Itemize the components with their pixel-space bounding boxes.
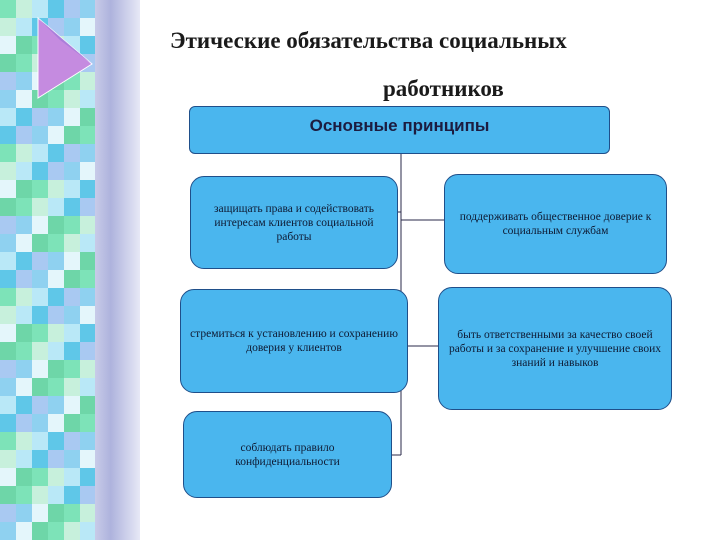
slide-title-line1: Этические обязательства социальных — [170, 28, 567, 53]
principle-box-responsibility: быть ответственными за качество своей ра… — [438, 287, 672, 410]
principle-text: быть ответственными за качество своей ра… — [448, 328, 662, 369]
triangle-arrow-icon — [37, 16, 93, 99]
principle-text: поддерживать общественное доверие к соци… — [459, 211, 652, 237]
decorative-mosaic-stripe — [0, 0, 96, 540]
principle-box-public-trust: поддерживать общественное доверие к соци… — [444, 174, 667, 274]
decorative-gradient-bar — [95, 0, 140, 540]
principle-text: соблюдать правило конфиденциальности — [235, 441, 340, 468]
principle-box-protect-rights: защищать права и содействовать интересам… — [190, 176, 398, 269]
principle-text: стремиться к установлению и сохранению д… — [190, 328, 398, 354]
slide-title-line2: работников — [383, 76, 504, 101]
principle-box-client-trust: стремиться к установлению и сохранению д… — [180, 289, 408, 393]
principle-box-confidentiality: соблюдать правило конфиденциальности — [183, 411, 392, 498]
principle-text: защищать права и содействовать интересам… — [214, 202, 374, 243]
header-box-main-principles: Основные принципы — [189, 106, 610, 154]
